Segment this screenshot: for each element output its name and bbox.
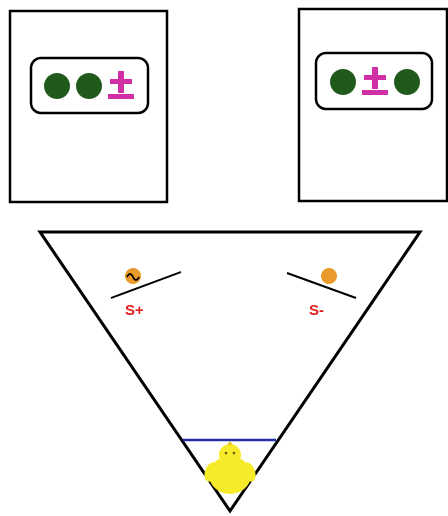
s-plus-label: S+ — [125, 302, 144, 319]
chick-icon — [204, 441, 256, 494]
left-symbol-row — [44, 71, 134, 99]
green-circle-symbol — [330, 69, 356, 95]
plus-minus-symbol — [362, 67, 388, 95]
triangular-arena: S+ S- — [37, 230, 423, 514]
green-circle-symbol — [44, 73, 70, 99]
plain-token-icon — [321, 268, 337, 284]
plus-minus-symbol — [108, 71, 134, 99]
right-stimulus-card — [297, 7, 448, 203]
wave-token-icon — [125, 268, 141, 284]
green-circle-symbol — [394, 69, 420, 95]
green-circle-symbol — [76, 73, 102, 99]
left-stimulus-card — [8, 9, 169, 204]
right-symbol-row — [330, 67, 420, 95]
right-screen-line — [286, 272, 357, 299]
arena-outline — [37, 230, 423, 514]
left-screen-line — [110, 271, 182, 299]
s-minus-label: S- — [309, 302, 324, 319]
